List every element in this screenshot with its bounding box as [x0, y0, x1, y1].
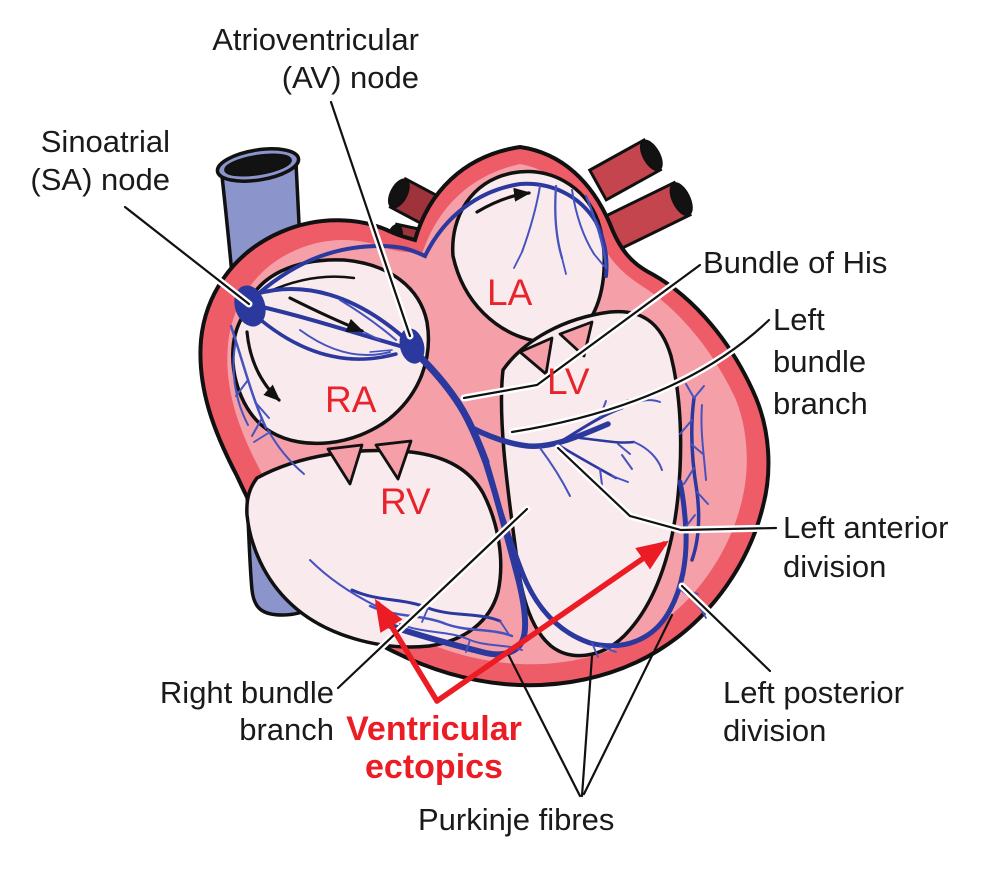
av-node-label-line2: (AV) node: [282, 60, 419, 95]
leader-lines: [121, 98, 780, 798]
left-posterior-division-leader: [680, 584, 772, 673]
tricuspid-valve-flap: [326, 443, 364, 486]
purkinje-leader: [580, 654, 594, 798]
vena-cava-opening: [224, 153, 292, 177]
right-bundle-branch-leader: [336, 507, 529, 690]
left-bundle-branch-label-line3: branch: [773, 386, 868, 421]
label-purkinje-fibres: Purkinje fibres: [418, 802, 614, 837]
label-ventricular-ectopics: Ventricular ectopics: [346, 710, 522, 786]
label-av-node: Atrioventricular (AV) node: [212, 22, 419, 95]
conduction-direction-arrows: [245, 187, 531, 402]
internodal-fibres: [254, 287, 404, 361]
ra-upper-arrow: [288, 296, 364, 333]
sa-node-label-line1: Sinoatrial: [41, 124, 170, 159]
purkinje-leader: [505, 650, 582, 798]
left-anterior-division-fibres: [679, 383, 709, 562]
label-left-anterior-division: Left anterior division: [783, 510, 948, 584]
label-left-posterior-division: Left posterior division: [723, 675, 904, 748]
chamber-right-ventricle: [245, 448, 503, 649]
left-anterior-division-leader: [556, 446, 778, 532]
left-anterior-division-label-line1: Left anterior: [783, 510, 948, 545]
right-ventricle-label: RV: [380, 481, 431, 522]
left-posterior-division-label-line1: Left posterior: [723, 675, 904, 710]
av-node-leader: [329, 100, 412, 338]
chamber-labels: RA LA RV LV: [325, 272, 590, 522]
av-node-label-line1: Atrioventricular: [212, 22, 419, 57]
right-bundle-branch-label-line2: branch: [239, 712, 334, 747]
left-bundle-branch-leader: [510, 318, 771, 434]
la-arrow: [475, 187, 531, 214]
left-ventricle-label: LV: [547, 361, 590, 402]
right-atrial-wall-fibres: [229, 324, 305, 475]
ectopics-arrow-left: [374, 598, 440, 704]
av-node: [399, 328, 425, 364]
label-left-bundle-branch: Left bundle branch: [773, 302, 868, 421]
purkinje-leader: [582, 613, 674, 796]
labels: Sinoatrial (SA) node Atrioventricular (A…: [30, 22, 948, 837]
vessel-opening: [639, 139, 663, 172]
left-posterior-division-label-line2: division: [723, 713, 826, 748]
bundle-of-his-fibre: [409, 346, 490, 466]
tricuspid-valve-flap: [374, 439, 413, 481]
purkinje-fibres-label: Purkinje fibres: [418, 802, 614, 837]
mitral-valve-flap: [518, 336, 554, 376]
label-sa-node: Sinoatrial (SA) node: [30, 124, 170, 197]
vessel-opening: [387, 178, 410, 209]
left-atrium-label: LA: [487, 272, 533, 313]
ventricular-ectopics-arrows: [374, 540, 669, 704]
left-bundle-branch-label-line1: Left: [773, 302, 825, 337]
right-atrium-label: RA: [325, 379, 377, 420]
vessel-opening: [669, 182, 693, 217]
label-right-bundle-branch: Right bundle branch: [160, 675, 334, 747]
left-bundle-branch-label-line2: bundle: [773, 344, 866, 379]
right-bundle-branch-label-line1: Right bundle: [160, 675, 334, 710]
bundle-of-his-leader: [462, 263, 702, 400]
ventricular-ectopics-label-line1: Ventricular: [346, 710, 522, 748]
ra-lower-arrow: [245, 330, 281, 402]
label-bundle-of-his: Bundle of His: [703, 245, 887, 280]
left-atrium-fibre-arbor: [513, 184, 608, 275]
left-anterior-division-label-line2: division: [783, 549, 886, 584]
sa-node-label-line2: (SA) node: [30, 162, 170, 197]
ventricular-ectopics-label-line2: ectopics: [365, 748, 503, 786]
ectopics-arrow-right: [434, 540, 669, 704]
bundle-of-his-label: Bundle of His: [703, 245, 887, 280]
sa-node-leader: [123, 205, 251, 306]
left-bundle-branch-fibre: [469, 421, 611, 449]
